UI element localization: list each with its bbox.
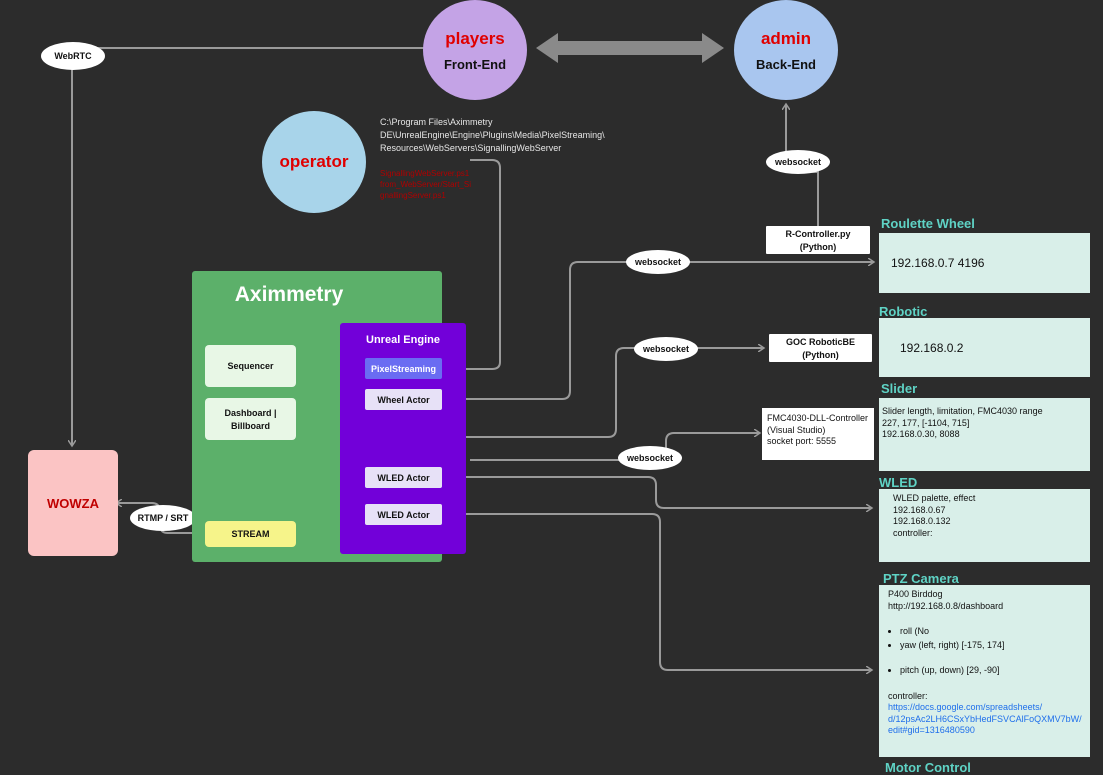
fmc-controller-node[interactable]: FMC4030-DLL-Controller (Visual Studio) s… xyxy=(762,408,874,460)
wowza-box[interactable]: WOWZA xyxy=(28,450,118,556)
goc-robotic-node[interactable]: GOC RoboticBE (Python) xyxy=(769,334,872,362)
roulette-title: Roulette Wheel xyxy=(881,216,975,231)
admin-circle[interactable]: admin Back-End xyxy=(734,0,838,100)
wled-panel: WLED palette, effect 192.168.0.67 192.16… xyxy=(879,489,1090,562)
dashboard-line1: Dashboard | xyxy=(224,407,277,418)
webrtc-label: WebRTC xyxy=(41,42,105,70)
operator-circle[interactable]: operator xyxy=(262,111,366,213)
ptz-bullet: yaw (left, right) [-175, 174] xyxy=(900,640,1081,652)
note-line: SignallingWebServer.ps1 xyxy=(380,169,470,178)
slider-line: 192.168.0.30, 8088 xyxy=(882,429,960,439)
roulette-panel: 192.168.0.7 4196 xyxy=(879,233,1090,293)
dashboard-line2: Billboard xyxy=(230,420,270,431)
ptz-panel: P400 Birddog http://192.168.0.8/dashboar… xyxy=(879,585,1090,757)
path-line: Resources\WebServers\SignallingWebServer xyxy=(380,143,562,153)
stream-node[interactable]: STREAM xyxy=(205,521,296,547)
goc-line1: GOC RoboticBE xyxy=(786,336,855,347)
robotic-websocket-label: websocket xyxy=(634,337,698,361)
ptz-link-line[interactable]: d/12psAc2LH6CSxYbHedFSVCAlFoQXMV7bW/ xyxy=(888,713,1082,724)
fmc-line1: FMC4030-DLL-Controller xyxy=(767,413,869,423)
admin-websocket-label: websocket xyxy=(766,150,830,174)
path-line: C:\Program Files\Aximmetry xyxy=(380,117,493,127)
r-controller-line2: (Python) xyxy=(799,241,837,252)
ptz-link[interactable]: https://docs.google.com/spreadsheets/ d/… xyxy=(888,702,1082,737)
goc-line2: (Python) xyxy=(802,349,839,360)
operator-title: operator xyxy=(279,152,349,171)
unreal-title: Unreal Engine xyxy=(366,334,440,346)
admin-subtitle: Back-End xyxy=(756,56,816,72)
slider-websocket-label: websocket xyxy=(618,446,682,470)
ptz-title: PTZ Camera xyxy=(883,571,959,586)
wowza-label: WOWZA xyxy=(47,495,99,511)
roulette-text: 192.168.0.7 4196 xyxy=(891,256,985,270)
wled-line: controller: xyxy=(893,527,933,538)
admin-title: admin xyxy=(760,28,812,48)
note-line: from_WebServer/Start_Si xyxy=(380,180,471,189)
wheel-actor-node[interactable]: Wheel Actor xyxy=(365,389,442,410)
players-circle[interactable]: players Front-End xyxy=(423,0,527,100)
aximmetry-title: Aximmetry xyxy=(234,283,344,306)
ptz-controller: controller: xyxy=(888,690,928,701)
rtmp-label: RTMP / SRT xyxy=(130,505,196,531)
wled-actor-2-node[interactable]: WLED Actor xyxy=(365,504,442,525)
fmc-line3: socket port: 5555 xyxy=(767,436,837,446)
r-controller-node[interactable]: R-Controller.py (Python) xyxy=(766,226,870,254)
note-line: gnallingServer.ps1 xyxy=(380,191,446,200)
sequencer-node[interactable]: Sequencer xyxy=(205,345,296,387)
ptz-model: P400 Birddog xyxy=(888,589,943,599)
ptz-connector xyxy=(443,513,872,670)
fmc-line2: (Visual Studio) xyxy=(767,424,826,435)
roulette-websocket-label: websocket xyxy=(626,250,690,274)
robotic-title: Robotic xyxy=(879,304,928,319)
ptz-url: http://192.168.0.8/dashboard xyxy=(888,600,1004,611)
robotic-panel: 192.168.0.2 xyxy=(879,318,1090,377)
players-title: players xyxy=(445,28,505,48)
operator-note-text: SignallingWebServer.ps1 from_WebServer/S… xyxy=(380,168,490,201)
wled-line: 192.168.0.132 xyxy=(893,516,951,526)
ptz-link-line[interactable]: edit#gid=1316480590 xyxy=(888,725,975,735)
wled-line: 192.168.0.67 xyxy=(893,504,946,515)
wled-title: WLED xyxy=(879,475,918,490)
operator-path-text: C:\Program Files\Aximmetry DE\UnrealEngi… xyxy=(380,116,640,155)
path-line: DE\UnrealEngine\Engine\Plugins\Media\Pix… xyxy=(380,130,605,140)
slider-panel: Slider length, limitation, FMC4030 range… xyxy=(879,398,1090,471)
robotic-text: 192.168.0.2 xyxy=(900,340,964,355)
wled-line: WLED palette, effect xyxy=(893,493,976,503)
r-controller-line1: R-Controller.py xyxy=(785,228,851,239)
pixelstreaming-node[interactable]: PixelStreaming xyxy=(365,358,442,379)
slider-title: Slider xyxy=(881,381,918,396)
robotic-connector xyxy=(466,348,764,438)
dashboard-node[interactable]: Dashboard | Billboard xyxy=(205,398,296,440)
slider-line: 227, 177, [-1104, 715] xyxy=(882,417,970,428)
signalling-connector xyxy=(447,159,501,369)
roulette-connector xyxy=(443,262,874,400)
players-subtitle: Front-End xyxy=(443,56,507,72)
wled-connector xyxy=(443,476,872,508)
ptz-bullet: roll (No xyxy=(900,626,1081,638)
ptz-link-line[interactable]: https://docs.google.com/spreadsheets/ xyxy=(888,702,1043,712)
motor-title: Motor Control xyxy=(885,760,971,775)
players-admin-double-arrow xyxy=(536,33,724,63)
slider-line: Slider length, limitation, FMC4030 range xyxy=(882,406,1043,416)
wled-actor-1-node[interactable]: WLED Actor xyxy=(365,467,442,488)
ptz-bullet: pitch (up, down) [29, -90] xyxy=(900,665,1081,677)
